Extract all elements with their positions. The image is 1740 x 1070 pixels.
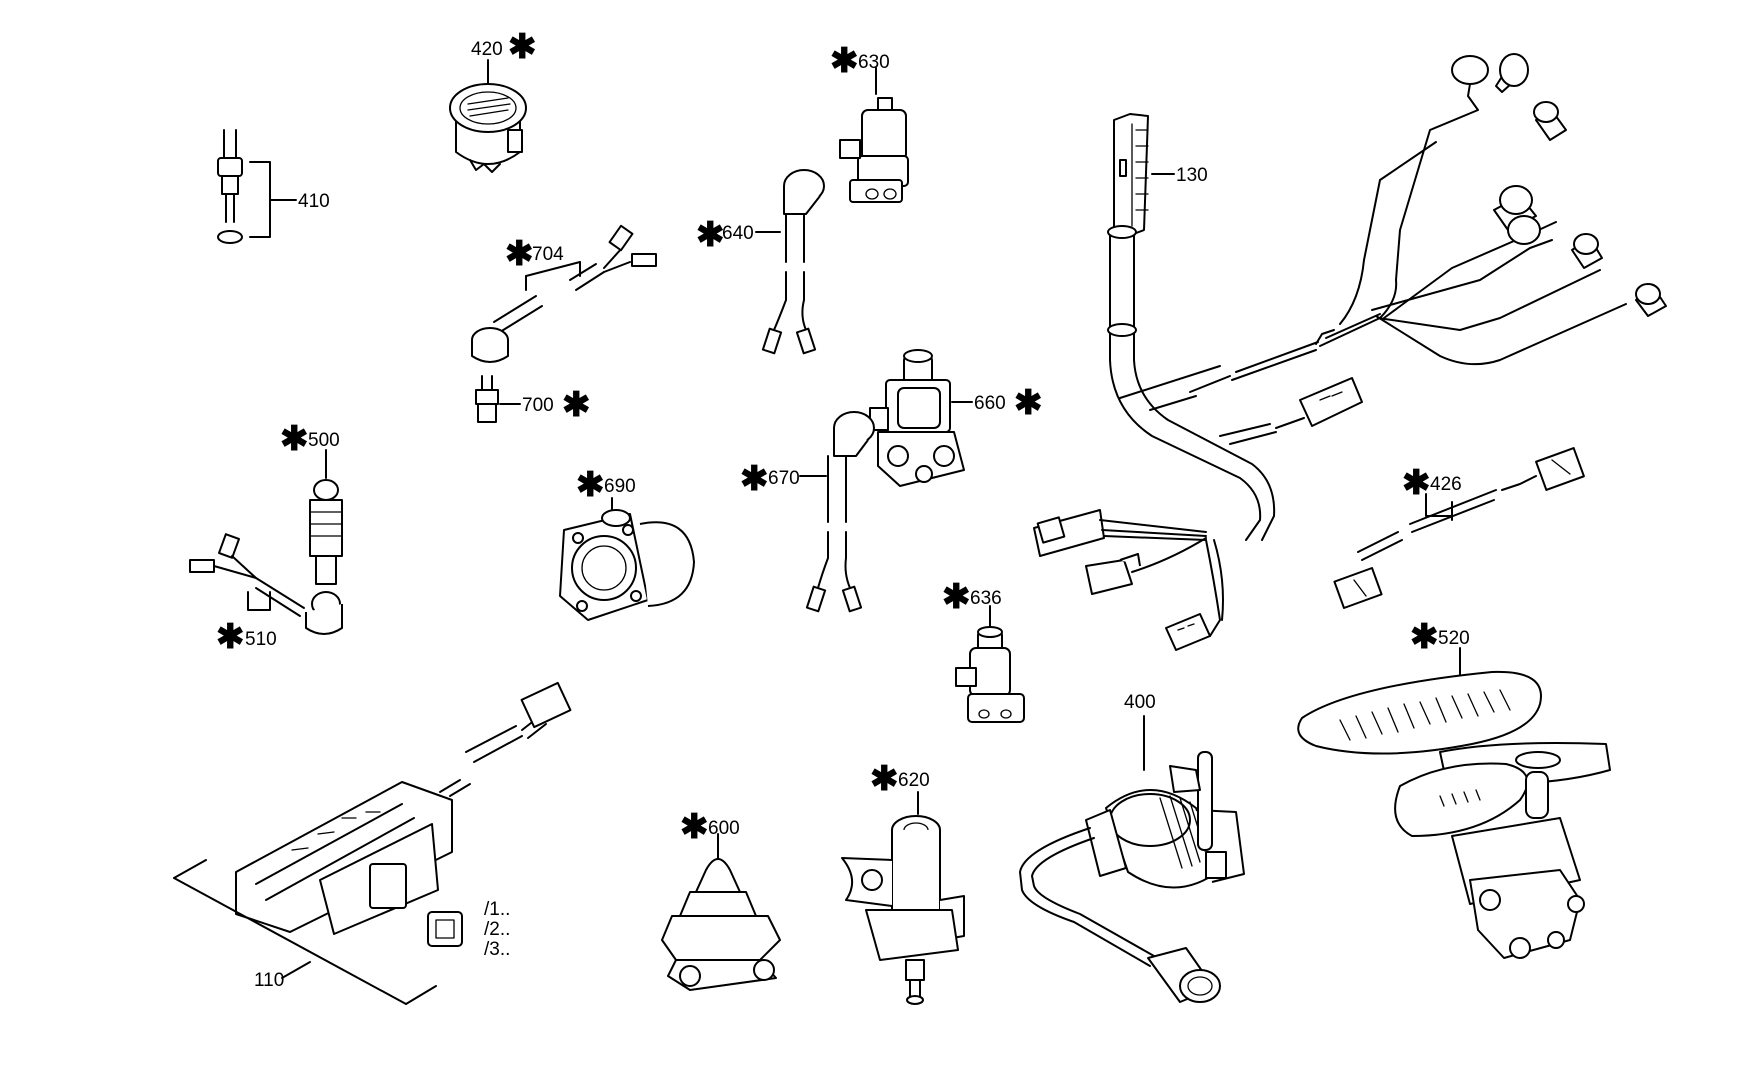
part-630-solenoid-valve: [839, 67, 909, 203]
label-130: 130: [1176, 165, 1208, 186]
label-520: 520: [1438, 628, 1470, 649]
asterisk-620: ✱: [870, 760, 899, 798]
part-400-motor: [1019, 715, 1245, 1003]
asterisk-500: ✱: [280, 420, 309, 458]
part-500-pressure-sensor: [309, 449, 343, 585]
part-420-gauge: [449, 59, 527, 173]
label-420: 420: [471, 39, 503, 60]
label-630: 630: [858, 52, 890, 73]
label-704: 704: [532, 244, 564, 265]
asterisk-660: ✱: [1014, 384, 1043, 422]
variant-2: /2..: [484, 919, 510, 940]
asterisk-420: ✱: [508, 28, 537, 66]
part-670-cable-connector: [799, 411, 875, 613]
part-620-valve: [841, 791, 965, 1005]
label-426: 426: [1430, 474, 1462, 495]
variant-3: /3..: [484, 939, 510, 960]
label-510: 510: [245, 629, 277, 650]
asterisk-600: ✱: [680, 808, 709, 846]
part-426-cable: [1333, 447, 1585, 609]
label-600: 600: [708, 818, 740, 839]
part-660-solenoid-valve: [869, 349, 973, 487]
label-110: 110: [254, 970, 284, 991]
label-690: 690: [604, 476, 636, 497]
asterisk-640: ✱: [696, 216, 725, 254]
asterisk-704: ✱: [505, 235, 534, 273]
label-660: 660: [974, 393, 1006, 414]
part-640-cable-connector: [755, 169, 825, 355]
part-704-cable-sensor: [471, 224, 657, 363]
label-636: 636: [970, 588, 1002, 609]
part-690-flange-valve: [559, 497, 695, 621]
label-640: 640: [722, 223, 754, 244]
part-600-pressure-regulator: [661, 833, 781, 991]
label-500: 500: [308, 430, 340, 451]
part-636-solenoid-valve: [955, 605, 1025, 723]
asterisk-690: ✱: [576, 466, 605, 504]
asterisk-630: ✱: [830, 42, 859, 80]
asterisk-700: ✱: [562, 386, 591, 424]
asterisk-520: ✱: [1410, 618, 1439, 656]
variant-1: /1..: [484, 899, 510, 920]
part-510-cable: [189, 533, 343, 635]
part-110-control-unit: [173, 681, 572, 1005]
part-130-wiring-harness: [1033, 53, 1667, 651]
part-520-foot-pedal-valve: [1297, 647, 1611, 959]
asterisk-670: ✱: [740, 460, 769, 498]
part-700-switch: [475, 375, 521, 423]
part-410-sensor: [217, 129, 297, 244]
asterisk-636: ✱: [942, 578, 971, 616]
label-410: 410: [298, 191, 330, 212]
asterisk-426: ✱: [1402, 464, 1431, 502]
label-620: 620: [898, 770, 930, 791]
label-700: 700: [522, 395, 554, 416]
label-400: 400: [1124, 692, 1156, 713]
label-670: 670: [768, 468, 800, 489]
asterisk-510: ✱: [216, 618, 245, 656]
